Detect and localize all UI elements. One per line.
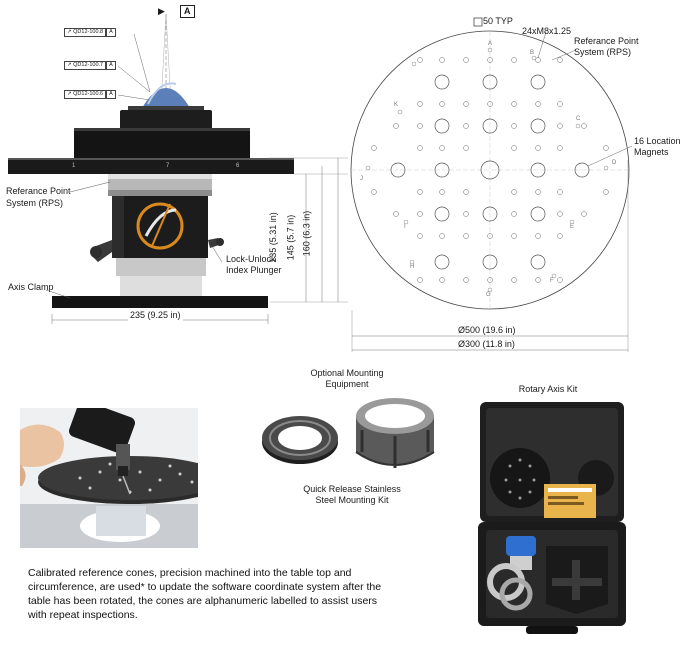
mounting-rings-image [262,398,435,468]
cone-letter-k: K [394,102,399,108]
rps-label-left-1: Referance Point [6,186,71,196]
rps-label-right-2: System (RPS) [574,47,632,57]
grid-spacing-label: 50 TYP [483,16,513,26]
rps-label-right-1: Referance Point [574,36,639,46]
plate-number-6: 6 [236,163,240,169]
mounting-kit-label-2: Steel Mounting Kit [315,495,389,505]
cone-letter-e: E [570,224,575,230]
optional-mounting-title-2: Equipment [325,379,369,389]
tolerance-datum: A [106,28,116,37]
cone-letter-h: H [410,264,415,270]
tolerance-code: QD12-100.6 [73,91,104,97]
mounting-kit-label-1: Quick Release Stainless [303,484,401,494]
diameter-500-label: Ø500 (19.6 in) [458,325,516,335]
rps-label-left-2: System (RPS) [6,198,64,208]
tolerance-datum: A [106,61,116,70]
magnets-label-2: Magnets [634,147,669,157]
thread-label: 24xM8x1.25 [522,26,572,36]
tolerance-datum: A [106,90,116,99]
plate-number-7: 7 [166,163,170,169]
optional-mounting-section: Optional Mounting Equipment Quick Releas… [252,366,452,536]
height-dimension-160: 160 (6.3 in) [301,210,312,257]
height-dimension-135: 135 (5.31 in) [267,212,278,263]
datum-label: A [180,5,195,18]
diameter-300-label: Ø300 (11.8 in) [458,339,515,349]
rotary-kit-title: Rotary Axis Kit [518,384,578,394]
cone-letter-d: D [612,160,617,166]
plate-number-1: 1 [72,163,76,169]
cone-letter-c: C [576,116,581,122]
tolerance-code: QD12-100.8 [73,29,104,35]
magnets-label-1: 16 Location [634,136,680,146]
datum-arrow: ▶ [158,6,165,16]
cone-letter-a: A [488,41,493,47]
rotary-table-top-drawing: 50 TYP 24xM8x1.25 Referance Point System… [350,0,680,360]
cone-letter-b: B [530,50,535,56]
tolerance-code: QD12-100.7 [73,62,104,68]
inspection-photo [20,408,198,548]
cone-letter-g: G [486,292,491,298]
height-dimension-145: 145 (5.7 in) [285,214,296,261]
axis-clamp-label: Axis Clamp [8,282,54,292]
inspection-caption: Calibrated reference cones, precision ma… [28,567,382,621]
optional-mounting-title-1: Optional Mounting [310,368,384,378]
lock-label-2: Index Plunger [226,265,282,275]
lock-label-1: Lock-Unlock [226,254,276,264]
cone-letter-j: J [360,176,363,182]
rotary-kit-case-image [476,400,628,636]
cone-letter-f: F [550,278,554,284]
width-dimension: 235 (9.25 in) [128,310,183,321]
cone-letter-i: I [404,224,406,230]
